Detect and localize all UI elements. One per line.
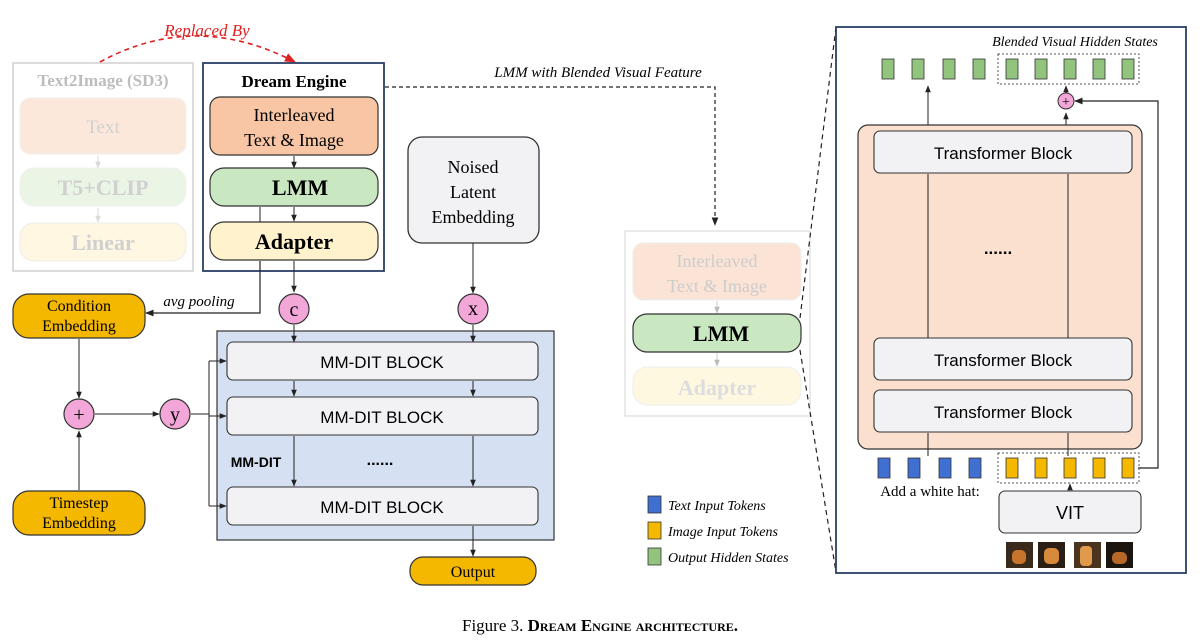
legend-output-label: Output Hidden States [668, 551, 789, 566]
transformer-block-top-label: Transformer Block [934, 144, 1073, 163]
x-symbol: x [468, 298, 478, 320]
zoom-interleaved-line1: Interleaved [677, 251, 758, 271]
noised-line2: Latent [450, 182, 496, 202]
zoom-adapter: Adapter [678, 375, 756, 400]
timestep-line2: Embedding [42, 515, 116, 532]
transformer-block-bottom-label: Transformer Block [934, 403, 1073, 422]
legend-text-label: Text Input Tokens [668, 499, 766, 514]
timestep-line1: Timestep [50, 495, 109, 512]
text-input-token [877, 457, 891, 479]
zoom-lmm: LMM [693, 321, 749, 346]
noised-line1: Noised [448, 157, 499, 177]
legend: Text Input Tokens Image Input Tokens Out… [647, 495, 789, 566]
mmdit-ellipsis: ...... [367, 452, 394, 469]
mmdit-block-2-label: MM-DIT BLOCK [320, 408, 444, 427]
replaced-by-label: Replaced By [163, 21, 250, 40]
output-hidden-state-token [972, 58, 986, 80]
mmdit-block-3 [226, 486, 539, 526]
output-hidden-state-token [1063, 58, 1077, 80]
text2image-text: Text [86, 117, 120, 138]
caption-bold: Dream Engine architecture. [527, 616, 739, 635]
plus-node [63, 398, 95, 430]
condition-line1: Condition [47, 298, 111, 315]
image-input-token [1092, 457, 1106, 479]
blend-plus-symbol: + [1062, 95, 1070, 110]
lmm-link-arrow [385, 86, 719, 226]
image-token-group [997, 452, 1140, 484]
text2image-panel: Text2Image (SD3) Text T5+CLIP Linear [12, 62, 194, 272]
mmdit-block-1 [226, 341, 539, 381]
output-hidden-state-token [1005, 58, 1019, 80]
image-input-token [1034, 457, 1048, 479]
c-node [278, 293, 310, 325]
output-hidden-state-token [1092, 58, 1106, 80]
transformer-block-mid [873, 337, 1133, 381]
timestep-embedding [12, 490, 146, 536]
dream-engine-lmm: LMM [272, 175, 328, 200]
output-tokens [881, 58, 1135, 80]
transformer-block-mid-label: Transformer Block [934, 351, 1073, 370]
condition-line2: Embedding [42, 318, 116, 335]
dream-engine-panel: Dream Engine Interleaved Text & Image LM… [202, 62, 385, 272]
text2image-title: Text2Image (SD3) [37, 71, 168, 90]
blended-token-group [997, 53, 1140, 85]
condition-embedding [12, 293, 146, 339]
image-input-token [1063, 457, 1077, 479]
text-input-token [968, 457, 982, 479]
output-hidden-state-token [911, 58, 925, 80]
replaced-by-arrow [99, 35, 296, 63]
c-symbol: c [290, 299, 299, 321]
mmdit-side-label: MM-DIT [231, 454, 282, 470]
dream-engine-interleaved-line2: Text & Image [244, 130, 344, 150]
caption-prefix: Figure 3. [461, 616, 528, 635]
output-hidden-state-token [1034, 58, 1048, 80]
mmdit-block-3-label: MM-DIT BLOCK [320, 498, 444, 517]
text2image-t5clip: T5+CLIP [58, 175, 149, 200]
dream-engine-title: Dream Engine [242, 72, 347, 91]
legend-swatch-text [647, 495, 662, 514]
output-label: Output [451, 564, 496, 581]
lmm-link-label: LMM with Blended Visual Feature [493, 65, 702, 81]
dream-engine-interleaved-line1: Interleaved [254, 105, 335, 125]
vit-block [998, 490, 1142, 534]
cat-images [1006, 542, 1133, 568]
mmdit-block-1-label: MM-DIT BLOCK [320, 353, 444, 372]
output-node [409, 556, 537, 586]
prompt-text: Add a white hat: [880, 484, 980, 500]
x-node [457, 293, 489, 325]
y-symbol: y [170, 404, 180, 426]
avg-pooling-label: avg pooling [163, 294, 235, 310]
figure-caption: Figure 3. Dream Engine architecture. [0, 616, 1200, 636]
legend-image-label: Image Input Tokens [667, 525, 778, 540]
transformer-block-bottom [873, 389, 1133, 433]
image-input-token [1121, 457, 1135, 479]
zoom-interleaved-line2: Text & Image [667, 276, 767, 296]
vit-label: VIT [1056, 503, 1084, 523]
noised-line3: Embedding [432, 207, 515, 227]
zoom-lmm-panel: Interleaved Text & Image LMM Adapter [624, 230, 811, 417]
input-tokens [877, 457, 1135, 479]
dream-engine-adapter: Adapter [255, 229, 333, 254]
lmm-detail-panel: Blended Visual Hidden States + Transform… [835, 26, 1187, 574]
output-hidden-state-token [1121, 58, 1135, 80]
transformer-ellipsis: ...... [984, 239, 1012, 258]
output-hidden-state-token [881, 58, 895, 80]
mmdit-block-2 [226, 396, 539, 436]
output-hidden-state-token [942, 58, 956, 80]
plus-symbol: + [73, 404, 84, 426]
legend-swatch-output [647, 547, 662, 566]
legend-swatch-image [647, 521, 662, 540]
text-input-token [938, 457, 952, 479]
y-node [159, 398, 191, 430]
transformer-block-top [873, 130, 1133, 174]
blended-title: Blended Visual Hidden States [992, 35, 1158, 50]
text-input-token [907, 457, 921, 479]
image-input-token [1005, 457, 1019, 479]
text2image-linear: Linear [71, 230, 135, 255]
